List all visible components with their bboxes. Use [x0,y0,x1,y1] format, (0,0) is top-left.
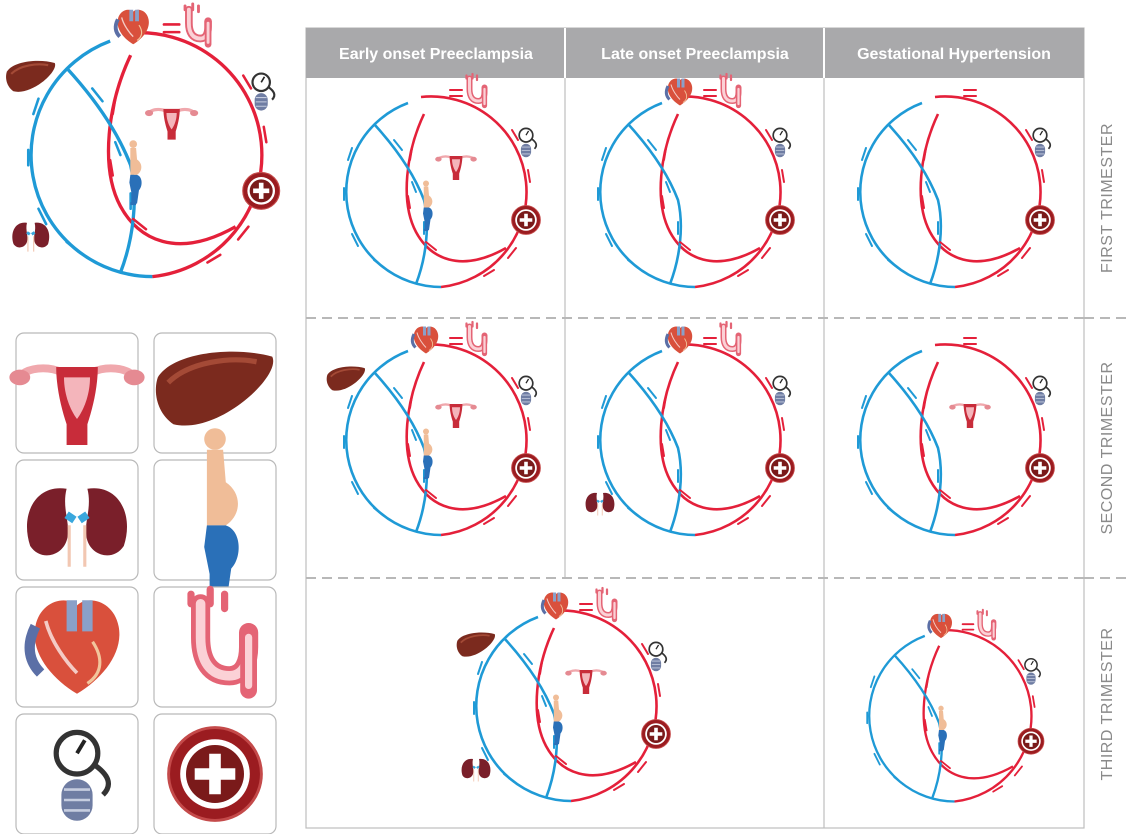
vessel-icon [512,454,541,483]
liver-icon [457,632,495,656]
legend-tile-heart [16,587,138,707]
legend-tile-uterus [9,333,144,453]
row-label-first-trimester: FIRST TRIMESTER [1099,123,1116,273]
vessel-icon [766,206,795,235]
bp-icon [649,642,666,671]
circulation-loop [598,90,784,287]
aorta-icon [467,74,485,106]
blood-vessel-cross-section-icon [169,728,262,821]
kidneys-icon [586,493,615,516]
vessel-icon [1026,206,1055,235]
legend-tile-blood-pressure-gauge [16,714,138,834]
circulation-loop [858,90,1044,287]
legend-tile-pregnant-woman [154,428,276,606]
heart-icon [666,327,692,354]
liver-icon [327,366,365,390]
organ-legend [9,333,276,834]
legend-tile-aorta [154,587,276,707]
circulation-loop [867,624,1034,801]
heart-icon [929,614,952,638]
kidneys-icon [12,223,49,252]
row-label-second-trimester: SECOND TRIMESTER [1099,361,1116,534]
diagram-early-first [344,74,540,287]
aorta-icon [977,610,993,638]
legend-tile-kidneys [16,460,138,580]
heart-icon [666,79,692,106]
liver-icon [6,61,55,92]
bp-icon [773,128,790,157]
kidneys-icon [462,759,491,782]
vessel-icon [1026,454,1055,483]
aorta-icon [467,322,485,354]
row-label-third-trimester: THIRD TRIMESTER [1099,628,1116,781]
header-gestational-hypertension: Gestational Hypertension [857,46,1051,63]
circulation-loop [858,338,1044,535]
heart-icon [116,10,149,45]
diagram-gest-second [858,338,1054,535]
uterus-icon [145,109,198,140]
aorta-icon [597,588,615,620]
bp-icon [1033,128,1050,157]
vessel-icon [642,720,671,749]
diagram-late-first [598,74,794,287]
circulation-loop [598,338,784,535]
diagram-gest-third [867,610,1044,802]
vessel-icon [512,206,541,235]
diagram-early-second [327,322,541,535]
bp-icon [252,74,274,111]
diagram-late-third [457,588,671,801]
circulation-loop [344,90,530,287]
diagram-reference [6,4,280,277]
circulation-loop [474,604,660,801]
heart-icon [542,593,568,620]
circulation-loop [344,338,530,535]
bp-icon [1025,659,1040,685]
comparison-table: Early onset Preeclampsia Late onset Pree… [306,28,1128,828]
header-late-onset: Late onset Preeclampsia [601,46,789,63]
aorta-icon [721,74,739,106]
header-early-onset: Early onset Preeclampsia [339,46,533,63]
uterus-icon [949,404,991,428]
bp-icon [519,128,536,157]
legend-tile-blood-vessel-cross-section [154,714,276,834]
uterus-icon [435,404,477,428]
uterus-icon [565,670,607,694]
aorta-icon [185,4,208,44]
circulation-loop [28,24,266,276]
aorta-icon [721,322,739,354]
bp-icon [519,376,536,405]
diagram-gest-first [858,90,1054,287]
bp-icon [1033,376,1050,405]
heart-icon [412,327,438,354]
vessel-icon [243,172,280,209]
diagram-late-second [586,322,795,535]
vessel-icon [1018,728,1044,754]
vessel-icon [766,454,795,483]
uterus-icon [435,156,477,180]
bp-icon [773,376,790,405]
